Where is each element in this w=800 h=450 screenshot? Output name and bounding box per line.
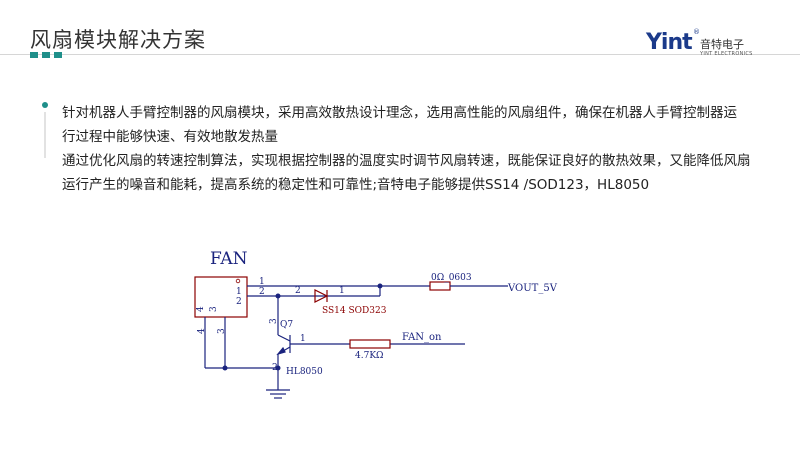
vout-label: VOUT_5V: [507, 283, 558, 294]
connector-label: FAN: [210, 249, 248, 269]
slide-title: 风扇模块解决方案: [30, 28, 206, 52]
resistor-base-label: 4.7KΩ: [355, 351, 384, 361]
company-logo: Yint ® 音特电子 YINT ELECTRONICS: [646, 28, 766, 60]
resistor-top: [429, 281, 451, 291]
logo-en-name: YINT ELECTRONICS: [700, 51, 753, 57]
conn-pin2-inner: 2: [236, 297, 242, 307]
bullet-bar: [44, 112, 46, 158]
diode-pin1: 1: [339, 286, 345, 296]
fan-on-label: FAN_on: [402, 332, 442, 343]
conn-pin2-outer: 2: [259, 287, 265, 297]
fan-schematic: FAN 1 2 1 2 4 3 4 3 2 1 SS14 SOD323 0Ω_0…: [194, 249, 558, 399]
transistor-pin1: 1: [300, 334, 306, 344]
resistor-top-label: 0Ω_0603: [431, 273, 472, 283]
transistor-ref: Q7: [280, 320, 293, 330]
conn-pin4-inner: 4: [196, 306, 206, 312]
diode-label: SS14 SOD323: [322, 306, 387, 316]
logo-cn-name: 音特电子: [700, 38, 744, 51]
diode-pin2: 2: [295, 286, 301, 296]
transistor-pin3: 3: [269, 318, 279, 324]
diode-ss14: [314, 289, 329, 303]
conn-pin3-inner: 3: [209, 306, 219, 312]
paragraph-1: 针对机器人手臂控制器的风扇模块，采用高效散热设计理念，选用高性能的风扇组件，确保…: [62, 105, 737, 145]
transistor-part: HL8050: [286, 367, 323, 377]
title-underline: [0, 52, 800, 58]
conn-pin1-inner: 1: [236, 287, 242, 297]
transistor-pin2: 2: [272, 363, 278, 373]
conn-pin3-outer: 3: [217, 328, 227, 334]
bullet-dot: [42, 102, 48, 108]
fan-connector-box: [194, 276, 248, 318]
logo-registered: ®: [693, 28, 700, 36]
transistor-q7: [276, 334, 291, 356]
logo-mark: Yint: [646, 30, 693, 55]
conn-pin4-outer: 4: [197, 328, 207, 334]
paragraph-2: 通过优化风扇的转速控制算法，实现根据控制器的温度实时调节风扇转速，既能保证良好的…: [62, 153, 751, 193]
resistor-base: [349, 339, 391, 349]
conn-pin1-outer: 1: [259, 277, 265, 287]
